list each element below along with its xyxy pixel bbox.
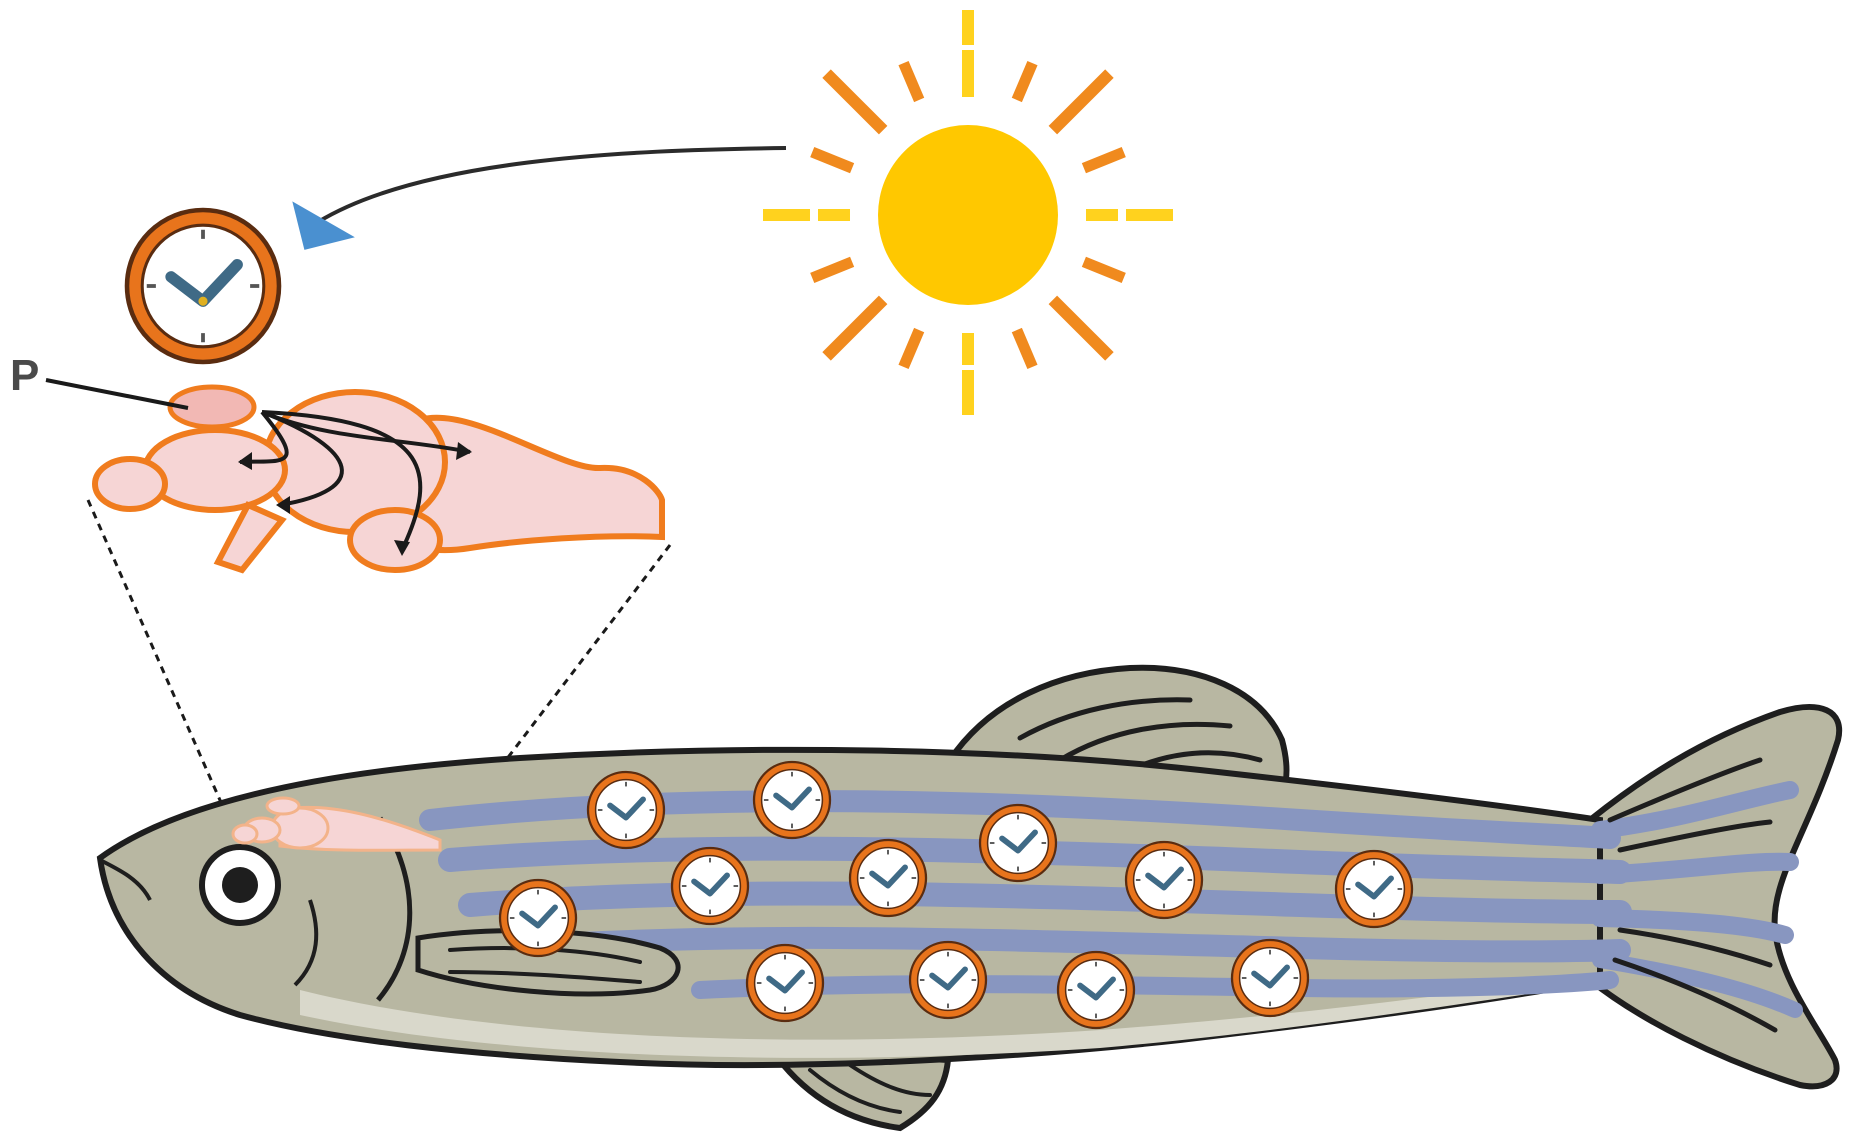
peripheral-clock-icon <box>754 762 830 838</box>
sun-ray <box>1053 300 1110 357</box>
sun-core <box>878 125 1058 305</box>
sun-ray <box>1017 330 1033 367</box>
sun-ray <box>1017 63 1033 100</box>
brain-icon <box>95 387 662 570</box>
peripheral-clock-icon <box>588 772 664 848</box>
fish-pupil <box>222 867 258 903</box>
peripheral-clock-icon <box>500 880 576 956</box>
brain-olfactory-bulb <box>95 459 165 509</box>
peripheral-clock-icon <box>1336 851 1412 927</box>
sun-ray <box>812 262 852 278</box>
sun-ray <box>1084 152 1124 168</box>
pineal-pointer-line <box>46 380 188 408</box>
sun-ray <box>1084 262 1124 278</box>
sun-icon <box>763 10 1173 415</box>
pineal-label: P <box>10 351 39 400</box>
peripheral-clock-icon <box>1126 842 1202 918</box>
peripheral-clock-icon <box>747 945 823 1021</box>
light-signal-arrow <box>292 148 786 250</box>
sun-ray <box>827 74 884 131</box>
sun-ray <box>827 300 884 357</box>
sun-ray <box>904 330 920 367</box>
sun-ray <box>812 152 852 168</box>
arrowhead-icon <box>292 189 355 250</box>
peripheral-clock-icon <box>980 805 1056 881</box>
peripheral-clock-icon <box>910 942 986 1018</box>
sun-ray <box>904 63 920 100</box>
master-clock-icon <box>127 210 279 362</box>
peripheral-clock-icon <box>1058 952 1134 1028</box>
tail-fin <box>1590 707 1839 1086</box>
brain-forebrain <box>145 430 285 510</box>
peripheral-clock-icon <box>1232 940 1308 1016</box>
brain-lower-lobe <box>350 510 440 570</box>
brain-stalk <box>218 505 282 570</box>
peripheral-clock-icon <box>672 848 748 924</box>
zebrafish-icon <box>100 668 1839 1128</box>
sun-ray <box>1053 74 1110 131</box>
peripheral-clock-icon <box>850 840 926 916</box>
master-clock-face <box>127 210 279 362</box>
